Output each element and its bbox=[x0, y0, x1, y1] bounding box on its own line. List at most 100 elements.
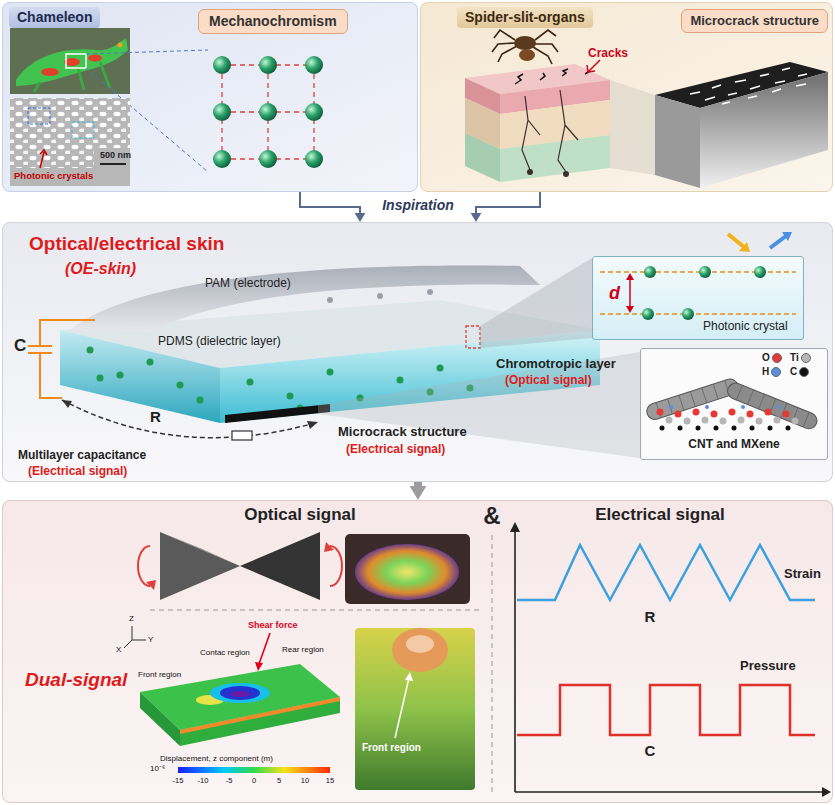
skin-sheet-part bbox=[147, 359, 154, 366]
crystal-lattice-part bbox=[259, 56, 277, 74]
sem-image-part bbox=[40, 150, 47, 168]
sem-image-part bbox=[28, 108, 50, 124]
crystal-lattice-part bbox=[305, 56, 323, 74]
skin-block bbox=[465, 60, 610, 182]
crystal-lattice-part bbox=[213, 103, 231, 121]
tick-label: -15 bbox=[173, 776, 184, 785]
arrowhead bbox=[410, 486, 427, 500]
structure-label: Multilayer capacitance bbox=[18, 448, 146, 462]
cnt-mxene-art-part bbox=[725, 381, 819, 431]
legend-swatch bbox=[772, 353, 782, 363]
cnt-mxene-art-part bbox=[765, 409, 772, 416]
signal-chart-part bbox=[515, 530, 824, 792]
cnt-mxene-art-part-part bbox=[645, 377, 740, 422]
inset-label: CNT and MXene bbox=[641, 437, 827, 451]
cnt-mxene-art-part bbox=[675, 411, 682, 418]
region-label: Contac region bbox=[200, 648, 250, 658]
crystal-lattice-part bbox=[213, 56, 231, 74]
connector bbox=[410, 482, 427, 500]
panel-title: Chameleon bbox=[9, 7, 100, 28]
fem-plot-part bbox=[230, 691, 250, 697]
cnt-mxene-art-part bbox=[705, 405, 709, 409]
color-photo-part bbox=[355, 544, 459, 600]
panel-grounds-part bbox=[2, 500, 833, 803]
crack-slab bbox=[610, 62, 828, 188]
skin-block-part bbox=[465, 133, 500, 182]
twisted-ribbon-part bbox=[146, 580, 156, 590]
skin-block-part bbox=[587, 60, 600, 72]
panel-title: Optical/electrical skin bbox=[29, 233, 224, 256]
twisted-ribbon-part bbox=[138, 546, 150, 586]
panel-subtitle: (OE-skin) bbox=[65, 259, 136, 278]
chameleon-photo-part bbox=[88, 55, 102, 62]
sem-image bbox=[10, 98, 130, 186]
cnt-mxene-art-part bbox=[678, 426, 683, 431]
callout-label: Cracks bbox=[588, 46, 628, 60]
cnt-mxene-art-part-part bbox=[656, 380, 729, 417]
skin-block-part bbox=[563, 171, 569, 177]
signal-label: Pressure bbox=[740, 658, 796, 674]
skin-sheet-part bbox=[97, 375, 104, 382]
chameleon-photo-part bbox=[41, 68, 59, 76]
twisted-ribbon-part bbox=[330, 546, 342, 586]
crystal-lattice-part bbox=[222, 65, 314, 159]
inset-box: CNT and MXene bbox=[640, 348, 828, 460]
sem-image-part bbox=[100, 163, 126, 165]
skin-sheet-part bbox=[318, 352, 640, 458]
tick-label: -10 bbox=[198, 776, 209, 785]
cnt-mxene-art-part bbox=[750, 426, 755, 431]
cnt-mxene-art-part bbox=[669, 405, 673, 409]
resistance-path-part bbox=[232, 431, 252, 440]
skin-sheet-part bbox=[117, 372, 124, 379]
crystal-lattice-part bbox=[259, 150, 277, 168]
signal-chart-part bbox=[510, 522, 520, 532]
sem-image-part bbox=[10, 98, 130, 186]
twisted-ribbon-part bbox=[160, 532, 240, 566]
crack-slab-part bbox=[700, 72, 828, 188]
signal-label: (Optical signal) bbox=[505, 373, 592, 387]
panel-grounds-part bbox=[640, 348, 828, 460]
signal-chart-part bbox=[822, 787, 831, 797]
cnt-mxene-art-part bbox=[714, 426, 719, 431]
resistance-path-part bbox=[62, 400, 72, 408]
force-label: Shear force bbox=[248, 620, 298, 631]
resistance-path bbox=[62, 400, 318, 440]
skin-block-part bbox=[522, 90, 578, 172]
legend-item: Ti bbox=[790, 352, 811, 363]
photonic-inset-art bbox=[600, 232, 796, 320]
photonic-inset-art-part bbox=[728, 234, 744, 247]
photonic-inset-art-part bbox=[770, 236, 786, 248]
section-heading: & bbox=[483, 502, 500, 531]
cnt-mxene-art bbox=[645, 377, 820, 431]
twisted-ribbon bbox=[138, 532, 342, 600]
arrowhead bbox=[355, 213, 366, 222]
region-label: Front region bbox=[138, 670, 181, 680]
arrowhead bbox=[471, 213, 482, 222]
skin-block-part bbox=[527, 169, 533, 175]
capacitance-wire-part bbox=[28, 320, 95, 398]
signal-symbol: R bbox=[150, 408, 161, 426]
structure-label: Microcrack structure bbox=[338, 424, 467, 440]
concept-box: Mechanochromism bbox=[198, 9, 348, 34]
section-label: Inspiration bbox=[382, 197, 454, 214]
colorbar-title: Displacement, z component (m) bbox=[160, 754, 273, 764]
cnt-mxene-art-part bbox=[783, 411, 790, 418]
twisted-ribbon-part bbox=[160, 532, 240, 600]
tick-label: 15 bbox=[326, 776, 334, 785]
spacing-symbol: d bbox=[609, 283, 620, 305]
cnt-mxene-art-part bbox=[777, 405, 781, 409]
skin-sheet-part bbox=[70, 266, 540, 332]
chameleon-photo-part bbox=[10, 28, 130, 94]
chameleon-photo bbox=[10, 28, 130, 94]
region-label: Rear region bbox=[282, 645, 324, 655]
inspiration-panel: Spider-slit-organsMicrocrack structure bbox=[420, 2, 833, 192]
skin-sheet bbox=[60, 258, 640, 458]
photonic-inset-art-part bbox=[699, 266, 711, 278]
sem-image-part bbox=[10, 148, 94, 168]
axis-label: Z bbox=[129, 614, 134, 624]
signal-chart-part bbox=[517, 545, 815, 600]
skin-sheet-part bbox=[427, 289, 433, 295]
cnt-mxene-art-part bbox=[666, 417, 673, 424]
spider-part bbox=[492, 30, 558, 64]
